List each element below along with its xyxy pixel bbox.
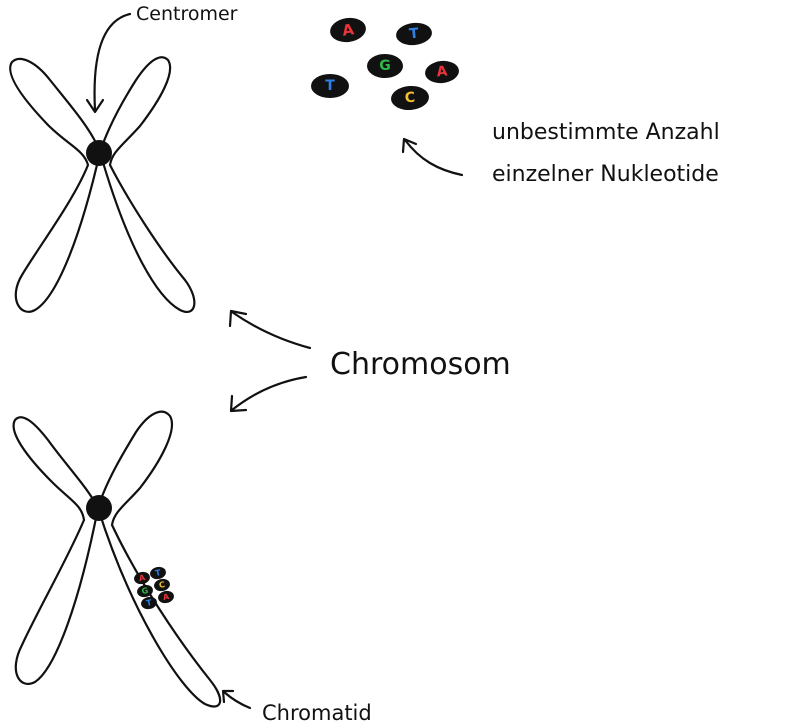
arrow-nucleotides-head [401,137,418,154]
arrow-nucleotides [401,137,464,177]
nucleotide: G [367,54,403,78]
nucleotide: C [391,85,429,111]
arrow-centromer [85,12,132,114]
band-nucleotide: G [137,584,153,598]
band-nucleotide: A [158,590,174,604]
label-centromer: Centromer [136,3,238,25]
nucleotide: A [330,17,366,43]
arrow-centromer-line [93,12,132,112]
band-nucleotide-letter: A [162,592,171,602]
arrow-chromatid-head [221,689,235,704]
band-nucleotide-letter: T [145,598,153,608]
nucleotide-letter: A [436,63,449,80]
arrow-chromosom-bottom-line [230,375,308,412]
label-anzahl-line2: einzelner Nukleotide [492,162,719,187]
nucleotide-letter: C [404,90,415,107]
band-nucleotide-letter: A [138,573,147,583]
arrow-chromatid [221,689,252,710]
band-nucleotide-letter: G [141,586,149,596]
arrow-chromosom-top [228,309,312,350]
band-nucleotide: T [141,596,157,610]
chromosome-bottom-right-chromatid [96,410,222,708]
arrow-chromosom-bottom [229,375,308,413]
chromosome-top-left-chromatid [9,57,102,313]
nucleotide-letter: T [408,25,420,42]
arrow-nucleotides-line [403,138,464,177]
label-anzahl-line1: unbestimmte Anzahl [492,120,720,145]
nucleotide-letter: T [325,78,335,94]
arrow-centromer-head [85,98,105,114]
band-nucleotide: A [134,571,150,585]
free-nucleotides: A T G A T C [311,17,459,111]
arrow-chromosom-bottom-head [229,394,248,413]
arrow-chromatid-line [222,690,252,710]
chromosome-bottom: A T G C T A [12,410,222,708]
chromosome-bottom-left-chromatid [12,416,100,685]
label-chromatid: Chromatid [262,701,372,725]
centromere-top [86,140,112,166]
band-nucleotide: T [150,566,166,580]
label-chromosom: Chromosom [330,347,511,382]
nucleotide-band: A T G C T A [134,566,174,610]
chromosome-top [9,56,196,313]
arrow-chromosom-top-line [230,310,312,350]
chromosome-top-right-chromatid [98,56,196,313]
nucleotide-letter: A [341,20,355,39]
band-nucleotide: C [154,578,170,592]
band-nucleotide-letter: T [154,568,162,578]
nucleotide: T [311,74,349,98]
arrow-chromosom-top-head [228,309,248,328]
nucleotide-letter: G [379,58,391,74]
centromere-bottom [86,495,112,521]
nucleotide: A [425,60,459,84]
nucleotide: T [396,22,432,46]
band-nucleotide-letter: C [158,580,166,590]
